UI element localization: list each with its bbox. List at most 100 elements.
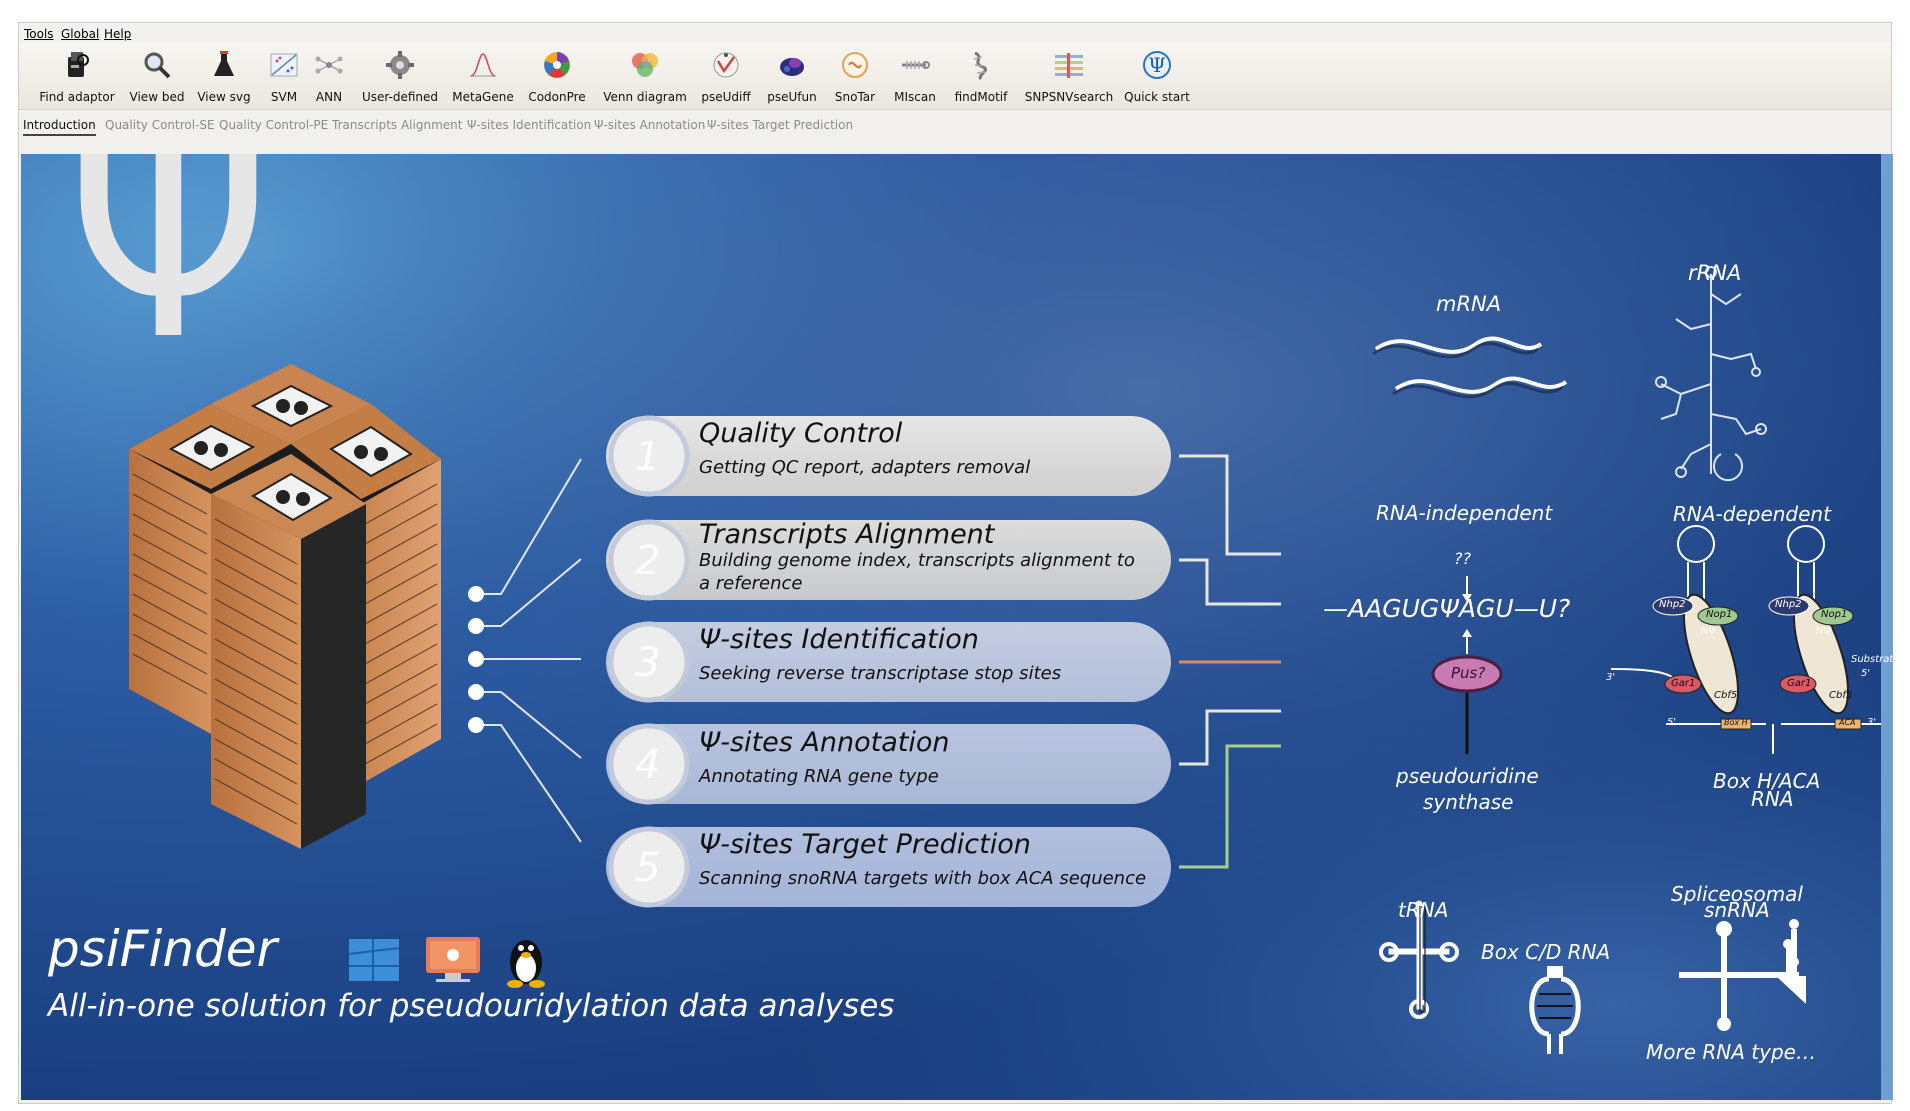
rrna-label: rRNA bbox=[1688, 261, 1742, 285]
workflow-steps bbox=[606, 415, 1171, 908]
tool-label: SnoTar bbox=[834, 90, 876, 104]
step-2-title: Transcripts Alignment bbox=[699, 519, 995, 550]
pus-enzyme bbox=[1431, 576, 1503, 754]
linux-icon bbox=[507, 940, 545, 988]
miscan-icon bbox=[902, 61, 930, 69]
tool-label: CodonPre bbox=[528, 90, 586, 104]
substrat-label: Substrat bbox=[1851, 654, 1893, 665]
gar1-label: Gar1 bbox=[1671, 678, 1696, 689]
tool-label: MIscan bbox=[894, 90, 936, 104]
five-prime-label-2: 5' bbox=[1667, 717, 1677, 728]
windows-icon bbox=[348, 939, 400, 981]
flask-icon bbox=[214, 51, 234, 76]
venn-icon bbox=[632, 53, 658, 77]
spliceosomal-label-line1: Spliceosomal bbox=[1671, 882, 1803, 906]
snpsnvsearch-button[interactable]: SNPSNVsearch bbox=[1019, 45, 1119, 105]
box-cd-label: Box C/D RNA bbox=[1481, 940, 1611, 964]
codon-wheel-icon bbox=[544, 52, 570, 78]
tool-label: pseUfun bbox=[767, 90, 817, 104]
svm-button[interactable]: SVM bbox=[262, 45, 306, 105]
box-h-label: Box H bbox=[1724, 718, 1748, 727]
tool-label: pseUdiff bbox=[701, 90, 751, 104]
aca-label: ACA bbox=[1839, 718, 1856, 727]
step-4-title: Ψ-sites Annotation bbox=[699, 727, 950, 758]
app-name: psiFinder bbox=[48, 920, 278, 978]
step-4-subtitle: Annotating RNA gene type bbox=[699, 766, 939, 787]
server-rack-illustration bbox=[129, 364, 441, 849]
metagene-button[interactable]: MetaGene bbox=[448, 45, 518, 105]
gar1-label-2: Gar1 bbox=[1787, 678, 1812, 689]
five-prime-label: 5' bbox=[1861, 668, 1871, 679]
rrna-structure bbox=[1655, 266, 1767, 482]
psi-sequence: —AAGUGΨAGU—U? bbox=[1323, 594, 1571, 623]
pseufun-button[interactable]: pseUfun bbox=[760, 45, 824, 105]
find-adaptor-button[interactable]: Find adaptor bbox=[24, 45, 130, 105]
toolbar: Find adaptor View bed View svg SVM bbox=[19, 43, 1891, 110]
mrna-label: mRNA bbox=[1436, 292, 1502, 316]
nhp2-label: Nhp2 bbox=[1659, 599, 1686, 610]
tool-label: findMotif bbox=[954, 90, 1008, 104]
tab-psi-sites-identification[interactable]: Ψ-sites Identification bbox=[467, 118, 592, 132]
three-prime-label: 3' bbox=[1606, 672, 1616, 683]
step-3-number: 3 bbox=[635, 640, 661, 686]
psi-logo: Ψ bbox=[66, 154, 271, 397]
svm-plot-icon bbox=[270, 53, 298, 77]
tab-quality-control-pe[interactable]: Quality Control-PE bbox=[219, 118, 329, 132]
box-haca-rna bbox=[1610, 525, 1881, 754]
psi-icon: Ψ bbox=[1143, 51, 1171, 79]
ann-button[interactable]: ANN bbox=[307, 45, 351, 105]
nop1-label-2: Nop1 bbox=[1821, 609, 1848, 620]
tab-psi-sites-target-prediction[interactable]: Ψ-sites Target Prediction bbox=[707, 118, 854, 132]
find-adaptor-icon bbox=[68, 52, 89, 77]
snpsnv-icon bbox=[1055, 53, 1083, 78]
trna-label: tRNA bbox=[1398, 898, 1449, 922]
neural-network-icon bbox=[315, 56, 343, 74]
tool-label: User-defined bbox=[361, 90, 439, 104]
tool-label: Find adaptor bbox=[39, 90, 115, 104]
svg-text:Ψ: Ψ bbox=[1148, 53, 1166, 77]
tab-introduction[interactable]: Introduction bbox=[23, 118, 96, 136]
introduction-banner: Ψ 1 2 3 4 5 Quality Control Getting QC r… bbox=[21, 154, 1893, 1100]
tab-psi-sites-annotation[interactable]: Ψ-sites Annotation bbox=[594, 118, 706, 132]
pus-label: Pus? bbox=[1451, 664, 1486, 682]
synthase-label-line2: synthase bbox=[1423, 790, 1514, 814]
tool-label: SNPSNVsearch bbox=[1024, 90, 1114, 104]
tool-label: SVM bbox=[270, 90, 298, 104]
tool-label: View svg bbox=[197, 90, 251, 104]
user-defined-button[interactable]: User-defined bbox=[354, 45, 446, 105]
pseudiff-button[interactable]: pseUdiff bbox=[694, 45, 758, 105]
cbf5-label: Cbf5 bbox=[1714, 690, 1738, 701]
findmotif-button[interactable]: findMotif bbox=[946, 45, 1016, 105]
tab-quality-control-se[interactable]: Quality Control-SE bbox=[105, 118, 215, 132]
snotar-icon bbox=[842, 52, 868, 78]
snotar-button[interactable]: SnoTar bbox=[827, 45, 883, 105]
step-1-number: 1 bbox=[635, 434, 661, 480]
magnifier-icon bbox=[144, 52, 171, 79]
venn-diagram-button[interactable]: Venn diagram bbox=[597, 45, 693, 105]
box-cd-rna bbox=[1529, 966, 1581, 1054]
step-4-number: 4 bbox=[635, 742, 661, 788]
step-1-subtitle: Getting QC report, adapters removal bbox=[699, 457, 1031, 478]
box-haca-label-line1: Box H/ACA bbox=[1713, 769, 1821, 793]
miscan-button[interactable]: MIscan bbox=[887, 45, 943, 105]
quick-start-button[interactable]: Ψ Quick start bbox=[1119, 45, 1195, 105]
menu-tools[interactable]: Tools bbox=[24, 27, 54, 41]
view-bed-button[interactable]: View bed bbox=[127, 45, 187, 105]
gear-user-icon bbox=[386, 51, 414, 79]
rna-independent-label: RNA-independent bbox=[1376, 501, 1553, 525]
step-2-number: 2 bbox=[635, 538, 661, 584]
view-svg-button[interactable]: View svg bbox=[194, 45, 254, 105]
codonpre-button[interactable]: CodonPre bbox=[522, 45, 592, 105]
menu-help[interactable]: Help bbox=[104, 27, 132, 41]
spliceosomal-label-line2: snRNA bbox=[1704, 898, 1770, 922]
step-5-title: Ψ-sites Target Prediction bbox=[699, 829, 1031, 860]
menu-bar: Tools Global Help bbox=[19, 23, 1891, 43]
cbf5-label-2: Cbf5 bbox=[1829, 690, 1853, 701]
tool-label: Quick start bbox=[1124, 90, 1190, 104]
menu-global[interactable]: Global bbox=[61, 27, 100, 41]
tool-label: View bed bbox=[129, 90, 185, 104]
tool-label: ANN bbox=[315, 90, 343, 104]
tab-transcripts-alignment[interactable]: Transcripts Alignment bbox=[332, 118, 463, 132]
synthase-label-line1: pseudouridine bbox=[1396, 764, 1539, 788]
nop1-label: Nop1 bbox=[1706, 609, 1733, 620]
